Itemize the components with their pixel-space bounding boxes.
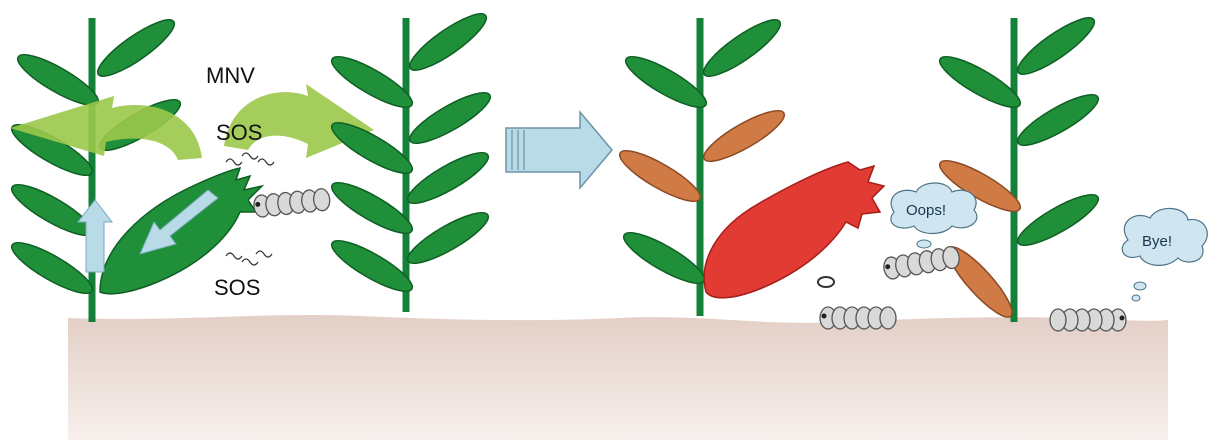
- mnv-label: MNV: [206, 63, 255, 88]
- oops-text: Oops!: [906, 202, 946, 219]
- caterpillar-falling: [882, 245, 961, 280]
- sos-squiggles-top: [226, 153, 274, 165]
- bye-thought-bubble: Bye!: [1122, 208, 1207, 301]
- oops-thought-bubble: Oops!: [891, 183, 977, 248]
- damaged-red-leaf: [704, 162, 884, 298]
- plant-4-defended: [934, 10, 1104, 324]
- plant-2-neighbor: [326, 6, 496, 312]
- sos-squiggles-bottom: [226, 251, 272, 265]
- bye-text: Bye!: [1142, 233, 1172, 250]
- caterpillar-leaving: [1050, 309, 1126, 331]
- sos-top-label: SOS: [216, 120, 262, 145]
- plant-3-defended: [614, 12, 884, 316]
- ground-bubble-ring: [818, 277, 834, 287]
- soil-ground: [68, 315, 1168, 440]
- sos-bottom-label: SOS: [214, 275, 260, 300]
- caterpillar-on-ground: [820, 307, 896, 329]
- caterpillar-feeding: [253, 188, 331, 218]
- transition-arrow: [506, 112, 612, 188]
